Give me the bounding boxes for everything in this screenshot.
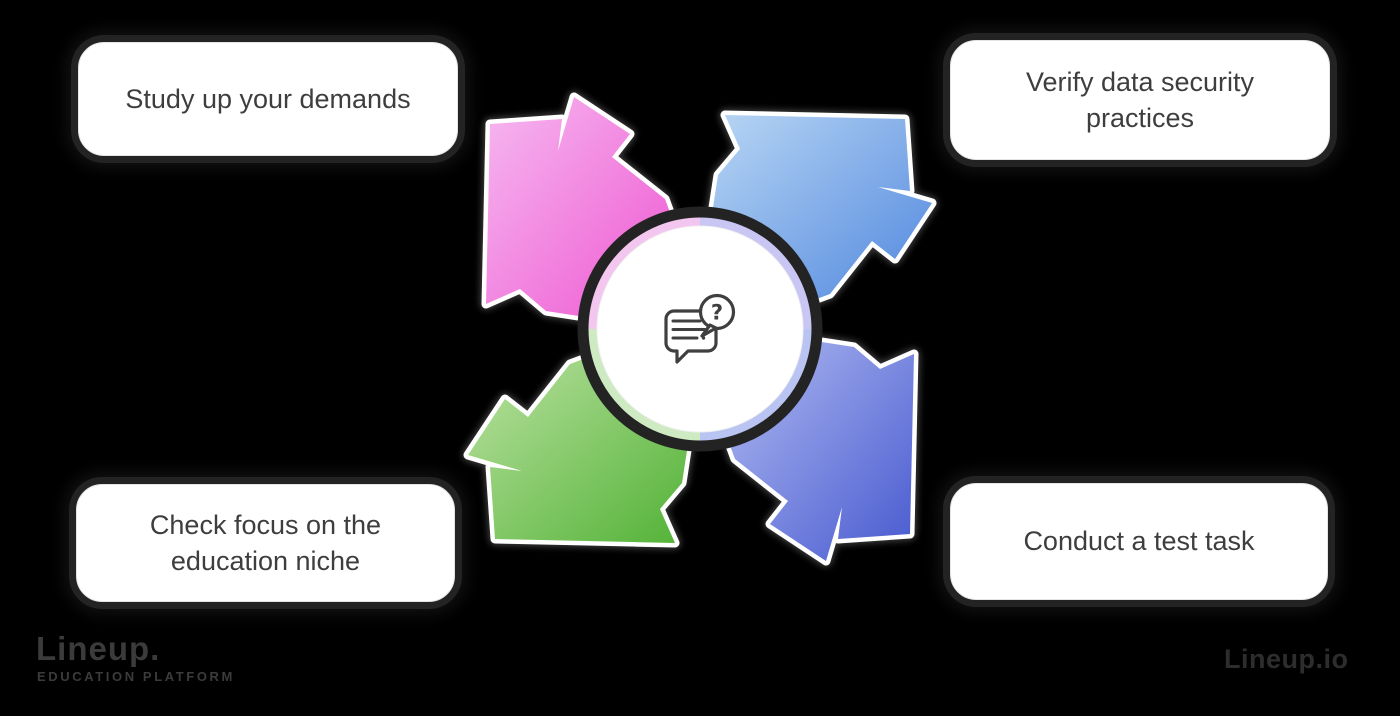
ring-segment-bottom-left (588, 328, 701, 441)
step-card-bottom-right: Conduct a test task (950, 483, 1328, 600)
question-mark: ? (711, 301, 723, 325)
watermark-logo-left-tagline: EDUCATION PLATFORM (37, 669, 235, 684)
ring-segment-bottom-right (699, 328, 812, 441)
step-label-bottom-left: Check focus on the education niche (149, 509, 382, 576)
step-label-top-left: Study up your demands (125, 83, 411, 114)
step-card-top-left: Study up your demands (78, 42, 458, 156)
bubble-text-lines (671, 319, 707, 340)
circle-shadow-ring (577, 206, 823, 452)
step-label-bottom-right: Conduct a test task (1023, 526, 1255, 557)
watermark-logo-left: Lineup. (36, 630, 161, 667)
step-card-top-right: Verify data security practices (950, 40, 1330, 160)
question-chat-icon: ? (664, 293, 736, 364)
gradient-ring (588, 217, 812, 441)
step-label-top-right: Verify data security practices (1025, 66, 1255, 133)
question-bubble-tail (700, 323, 718, 338)
watermark-logo-right: Lineup.io (1224, 644, 1349, 674)
step-card-bottom-left: Check focus on the education niche (76, 484, 455, 602)
ring-segment-top-left (588, 217, 701, 330)
ring-segment-top-right (699, 217, 812, 330)
four-way-arrows-diagram: ? (463, 92, 937, 566)
